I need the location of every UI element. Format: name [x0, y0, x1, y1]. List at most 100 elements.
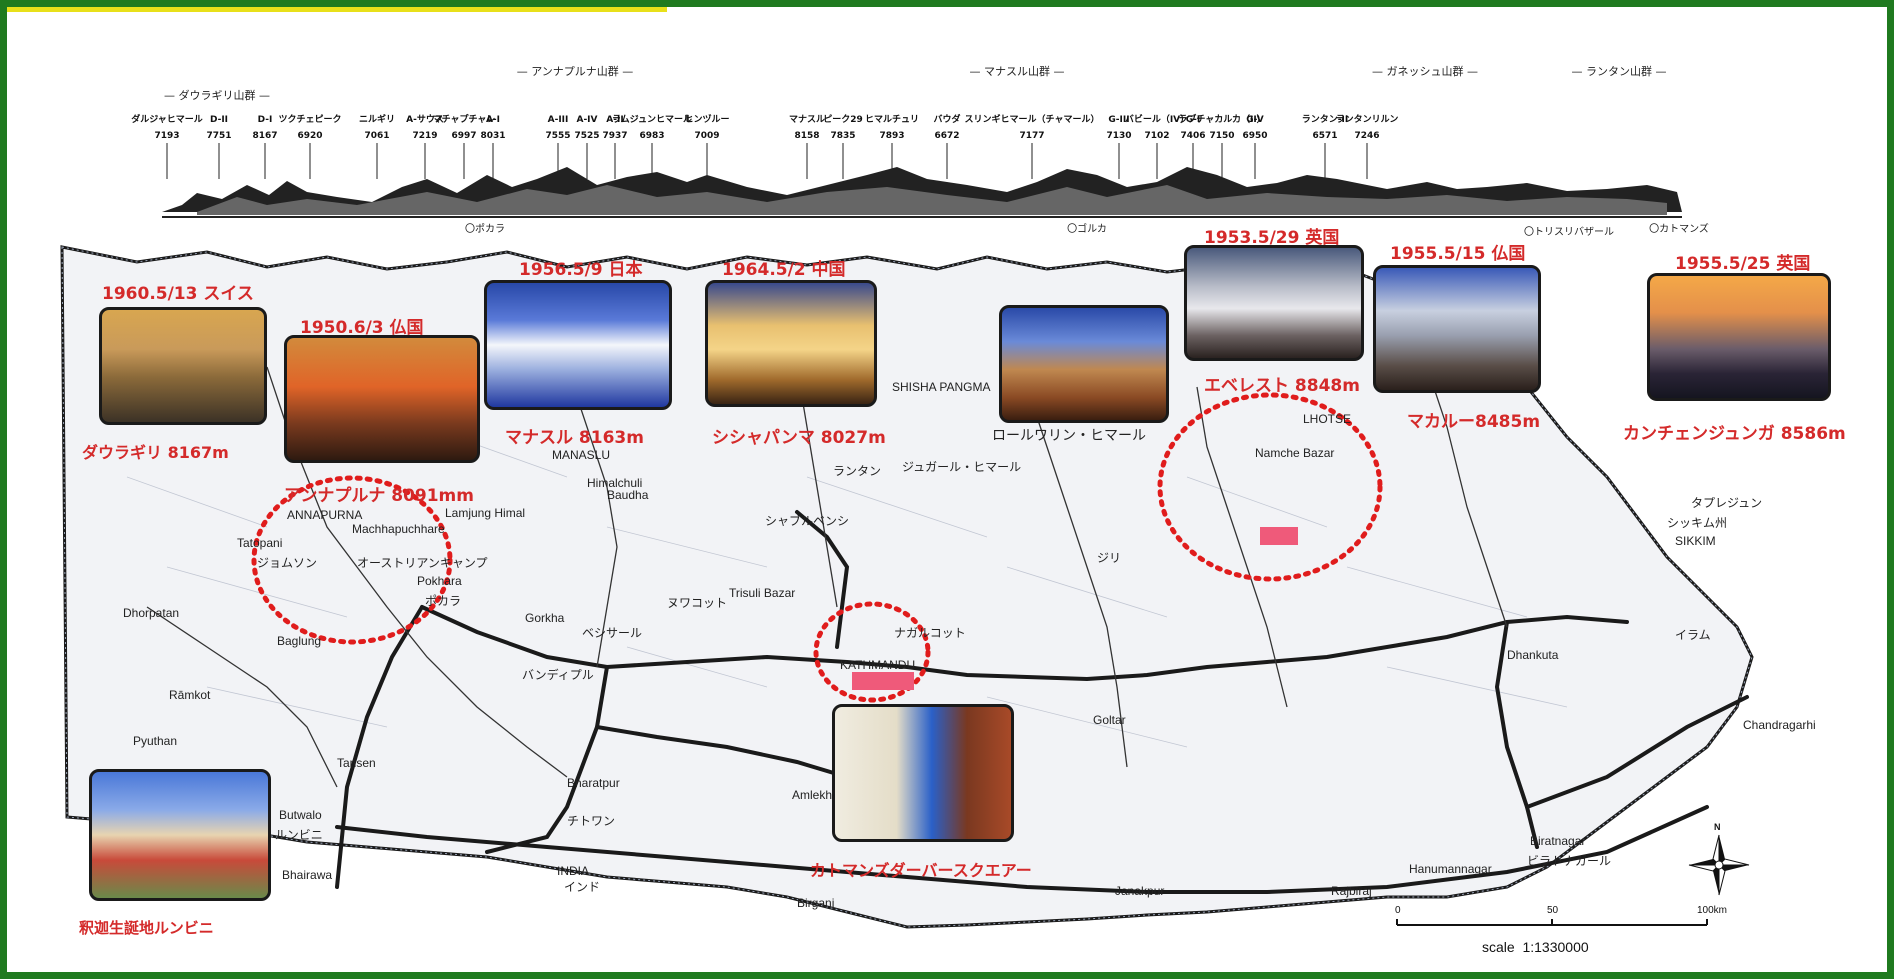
peak-name: ランタン-II — [1302, 113, 1348, 125]
annapurna-name: アンナプルナ 8091mm — [284, 486, 474, 506]
place-lumbini-place: ルンビニ — [275, 828, 323, 842]
compass-n-label: N — [1714, 822, 1721, 832]
peak-height: 7061 — [364, 131, 389, 141]
peak-height: 6983 — [639, 131, 664, 141]
place-pokhara-jp: ポカラ — [425, 594, 461, 608]
place-ramkot: Rāmkot — [169, 688, 211, 702]
place-annapurna: ANNAPURNA — [287, 508, 362, 522]
peak-name: ピーク29 — [823, 113, 863, 125]
peak-height: 7835 — [830, 131, 855, 141]
annapurna-date: 1950.6/3 仏国 — [300, 318, 424, 338]
place-bharatpur: Bharatpur — [567, 776, 620, 790]
kathmandu-square-photo — [832, 704, 1014, 842]
kathmandu-square-label: カトマンズダーバースクエアー — [810, 861, 1032, 880]
place-jugal: ジュガール・ヒマール — [902, 460, 1021, 474]
lumbini-label: 釈迦生誕地ルンビニ — [79, 919, 214, 937]
mountain-group-label: — アンナプルナ山群 — — [517, 64, 634, 78]
peak-height: 6997 — [451, 131, 476, 141]
country-shape — [60, 245, 1754, 929]
place-baglung: Baglung — [277, 634, 321, 648]
peak-name: A-I — [486, 115, 500, 125]
place-rajbiraj: Rajbiraj — [1331, 884, 1372, 898]
peak-height: 6950 — [1242, 131, 1267, 141]
peak-name: ランタンリルン — [1336, 113, 1399, 125]
peak-name: ラブチャカルカ（II） — [1178, 113, 1265, 125]
scale-word: scale — [1482, 939, 1515, 955]
shishapangma-date: 1964.5/2 中国 — [722, 260, 846, 280]
peak-name: G-III — [1108, 115, 1129, 125]
kathmandu-highlight — [852, 672, 914, 690]
place-hanumannagar: Hanumannagar — [1409, 862, 1492, 876]
place-shisha: SHISHA PANGMA — [892, 380, 990, 394]
compass-rose — [1688, 834, 1750, 896]
scale-label: scale 1:1330000 — [1482, 939, 1589, 955]
place-tatopani: Tatopani — [237, 536, 282, 550]
dhaulagiri-name: ダウラギリ 8167m — [82, 443, 229, 462]
place-butwal: Butwalo — [279, 808, 322, 822]
peak-height: 7150 — [1209, 131, 1234, 141]
peak-name: バビール（IV） — [1125, 113, 1189, 125]
place-bandipur: バンディプル — [522, 667, 594, 682]
peak-height: 7246 — [1354, 131, 1379, 141]
peak-height: 7555 — [545, 131, 570, 141]
place-machhapuchhare: Machhapuchhare — [352, 522, 445, 536]
place-himalchuli: Himalchuli — [587, 476, 642, 490]
peak-height: 7893 — [879, 131, 904, 141]
peak-height: 8158 — [794, 131, 819, 141]
place-everest: LHOTSE — [1303, 412, 1351, 426]
peak-height: 7193 — [154, 131, 179, 141]
scale-tick-100: 100km — [1697, 905, 1728, 916]
peak-name: ヒマルチュリ — [865, 114, 919, 125]
place-baudha: Baudha — [607, 488, 649, 502]
everest-date: 1953.5/29 英国 — [1204, 228, 1340, 248]
manaslu-name: マナスル 8163m — [505, 428, 644, 448]
place-goltar: Goltar — [1093, 713, 1126, 727]
peak-height: 7102 — [1144, 131, 1169, 141]
place-jomsom: ジョムソン — [257, 556, 317, 570]
peak-name: G-V — [1246, 115, 1263, 125]
scale-tick-0: 0 — [1395, 905, 1401, 916]
makalu-photo — [1373, 265, 1541, 393]
makalu-date: 1955.5/15 仏国 — [1390, 244, 1526, 264]
peak-name: G-I — [1186, 115, 1200, 125]
peak-name: マナスル — [789, 114, 825, 125]
place-sikkim-en: SIKKIM — [1675, 534, 1716, 548]
peak-height: 7525 — [574, 131, 599, 141]
place-dhorpatan: Dhorpatan — [123, 606, 179, 620]
viewpoint-label: 〇カトマンズ — [1649, 222, 1709, 235]
place-chitwan: チトワン — [567, 814, 615, 828]
peak-height: 7406 — [1180, 131, 1205, 141]
mountain-panorama: ダルジャヒマール7193D-II7751D-I8167ツクチェピーク6920ニル… — [131, 64, 1709, 238]
peak-name: A-II — [606, 115, 623, 125]
mountain-group-label: — ランタン山群 — — [1572, 64, 1667, 78]
peak-name: ダルジャヒマール — [131, 113, 203, 125]
place-sikkim-jp: シッキム州 — [1667, 516, 1727, 530]
peak-height: 8031 — [480, 131, 505, 141]
peak-name: ラムジュンヒマール — [612, 114, 692, 125]
peak-name: D-I — [258, 115, 273, 125]
kangchenjunga-date: 1955.5/25 英国 — [1675, 254, 1811, 274]
peak-name: A-サウス — [406, 114, 444, 125]
peak-name: A-III — [548, 115, 569, 125]
shishapangma-photo — [705, 280, 877, 407]
place-dhankuta: Dhankuta — [1507, 648, 1559, 662]
place-janakpur: Janakpur — [1115, 884, 1164, 898]
peak-height: 7937 — [602, 131, 627, 141]
place-india-jp: インド — [564, 880, 600, 894]
place-nagarkot: ナガルコット — [894, 626, 966, 640]
peak-name: スリンギヒマール（チャマール） — [965, 113, 1100, 125]
mountain-group-label: — ガネッシュ山群 — — [1372, 64, 1478, 78]
scale-bar — [1396, 919, 1708, 926]
peak-height: 7177 — [1019, 131, 1044, 141]
place-nuwakot: ヌワコット — [667, 596, 727, 610]
place-syabrubensi: シャブルベンシ — [765, 513, 849, 528]
place-kathmandu-en: KATHMANDU — [840, 658, 915, 672]
peak-name: ツクチェピーク — [278, 113, 341, 125]
peak-height: 7009 — [694, 131, 719, 141]
place-langtang: ランタン — [833, 464, 881, 478]
peak-height: 6920 — [297, 131, 322, 141]
place-manaslu: MANASLU — [552, 448, 610, 462]
peak-height: 8167 — [252, 131, 277, 141]
place-hetauda: Amlekh — [792, 788, 832, 802]
place-pyuthan: Pyuthan — [133, 734, 177, 748]
